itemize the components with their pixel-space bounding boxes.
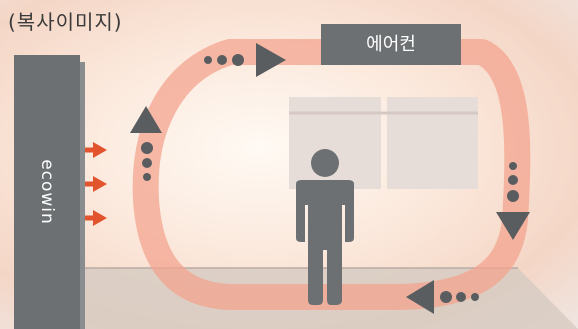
caption: (복사이미지): [8, 6, 123, 35]
dot-icon: [143, 173, 151, 181]
dot-icon: [507, 190, 519, 202]
dot-icon: [142, 158, 152, 168]
dot-icon: [232, 54, 244, 66]
dot-icon: [217, 55, 227, 65]
window: [289, 97, 478, 189]
ecowin-label: ecowin: [37, 159, 57, 225]
air-conditioner-label: 에어컨: [321, 24, 461, 65]
ecowin-panel-edge: [80, 62, 85, 329]
dot-icon: [508, 175, 518, 185]
dot-icon: [204, 56, 212, 64]
dot-icon: [471, 293, 479, 301]
dot-icon: [141, 142, 153, 154]
dot-icon: [456, 292, 466, 302]
dot-icon: [440, 291, 452, 303]
dot-icon: [509, 162, 517, 170]
